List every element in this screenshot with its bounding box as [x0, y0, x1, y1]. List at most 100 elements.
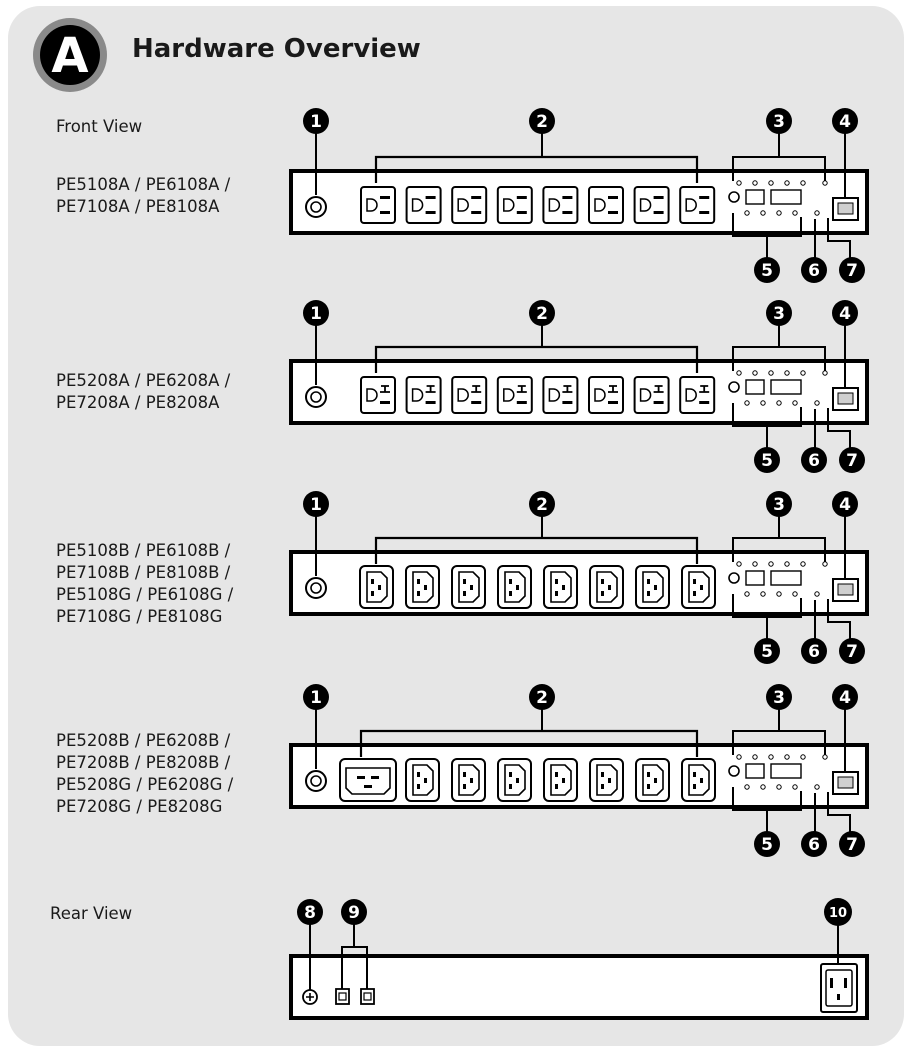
live-slot — [425, 196, 436, 199]
callout-disc — [832, 300, 858, 326]
reset-button-icon — [728, 381, 740, 393]
status-led — [736, 370, 742, 376]
callout-label: 7 — [846, 642, 858, 662]
ground-pin — [366, 388, 378, 402]
leader-line — [374, 155, 699, 183]
callout-number-1: 1 — [303, 108, 329, 134]
pin — [601, 772, 604, 777]
leader-line — [827, 408, 851, 448]
status-led — [800, 370, 806, 376]
ground-screw-cross — [306, 993, 314, 1001]
badge-letter: A — [51, 28, 88, 84]
pin — [601, 591, 604, 596]
callout-disc — [341, 899, 367, 925]
callout-number-4: 4 — [832, 300, 858, 326]
model-list-unit-4: PE5208B / PE6208B / PE7208B / PE8208B / … — [56, 730, 233, 818]
live-slot — [516, 196, 527, 199]
pin — [555, 784, 558, 789]
callout-label: 1 — [310, 688, 322, 708]
display-digits — [770, 379, 802, 395]
status-led — [784, 370, 790, 376]
callout-number-2: 2 — [529, 300, 555, 326]
callout-number-2: 2 — [529, 491, 555, 517]
nema-outlet-icon — [633, 186, 670, 224]
outlet-cavity — [412, 571, 434, 603]
pin — [647, 784, 650, 789]
callout-number-4: 4 — [832, 491, 858, 517]
model-line: PE5208G / PE6208G / — [56, 775, 234, 794]
leader-line — [374, 536, 699, 564]
outlet-cavity — [504, 571, 526, 603]
iec-c13-outlet-icon — [635, 758, 670, 802]
pin — [417, 772, 420, 777]
power-led — [814, 400, 820, 406]
ground-pin — [594, 388, 606, 402]
status-led — [736, 180, 742, 186]
callout-label: 9 — [348, 903, 360, 923]
pin — [693, 784, 696, 789]
callout-disc — [754, 831, 780, 857]
ground-pin — [411, 198, 424, 212]
outlet-cavity — [458, 571, 480, 603]
callout-number-5: 5 — [754, 638, 780, 664]
callout-label: 6 — [808, 451, 820, 471]
ground-pin — [685, 198, 697, 212]
callout-label: 2 — [536, 495, 548, 515]
breaker-button-inner — [310, 775, 322, 787]
outlet-face — [679, 376, 716, 414]
status-led — [792, 591, 798, 597]
callout-disc — [766, 684, 792, 710]
status-led — [760, 591, 766, 597]
pin — [463, 591, 466, 596]
outlet-face — [339, 758, 397, 802]
iec-c13-outlet-icon — [497, 565, 532, 609]
iec-c13-outlet-icon — [451, 565, 486, 609]
nema-outlet-icon — [542, 186, 579, 224]
leader-line — [827, 218, 851, 258]
outlet-cavity — [550, 571, 572, 603]
callout-disc — [839, 447, 865, 473]
nema-outlet-icon — [405, 186, 442, 224]
ground-pin — [503, 388, 515, 402]
pin — [509, 784, 512, 789]
pin — [700, 585, 703, 590]
callout-disc — [801, 638, 827, 664]
callout-disc — [529, 300, 555, 326]
nema-outlet-icon — [633, 376, 670, 414]
status-led — [752, 370, 758, 376]
status-led — [752, 561, 758, 567]
status-led — [760, 210, 766, 216]
outlet-face — [588, 186, 624, 224]
status-led — [784, 180, 790, 186]
outlet-cavity — [345, 767, 391, 795]
live-slot — [608, 385, 618, 393]
callout-label: 4 — [839, 304, 851, 324]
callout-number-6: 6 — [801, 257, 827, 283]
pin — [357, 776, 365, 779]
ground-pin — [639, 388, 652, 402]
outlet-cavity — [642, 571, 664, 603]
neutral-slot — [516, 211, 527, 214]
callout-number-6: 6 — [801, 447, 827, 473]
live-slot — [653, 196, 664, 199]
live-slot — [425, 385, 436, 393]
callout-number-3: 3 — [766, 108, 792, 134]
callout-number-8: 8 — [297, 899, 323, 925]
neutral-slot — [516, 401, 527, 404]
nema-outlet-icon — [679, 186, 716, 224]
leader-line — [374, 345, 699, 373]
pin — [693, 591, 696, 596]
callout-label: 7 — [846, 451, 858, 471]
callout-disc — [303, 108, 329, 134]
callout-label: 3 — [773, 688, 785, 708]
outlet-face — [542, 186, 579, 224]
port-socket — [837, 202, 854, 215]
status-led — [744, 210, 750, 216]
callout-number-5: 5 — [754, 257, 780, 283]
neutral-slot — [471, 401, 482, 404]
inlet-pin — [844, 978, 847, 988]
outlet-face — [542, 376, 579, 414]
reset-button-icon — [728, 765, 740, 777]
pin — [378, 585, 381, 590]
port-socket — [837, 776, 854, 789]
